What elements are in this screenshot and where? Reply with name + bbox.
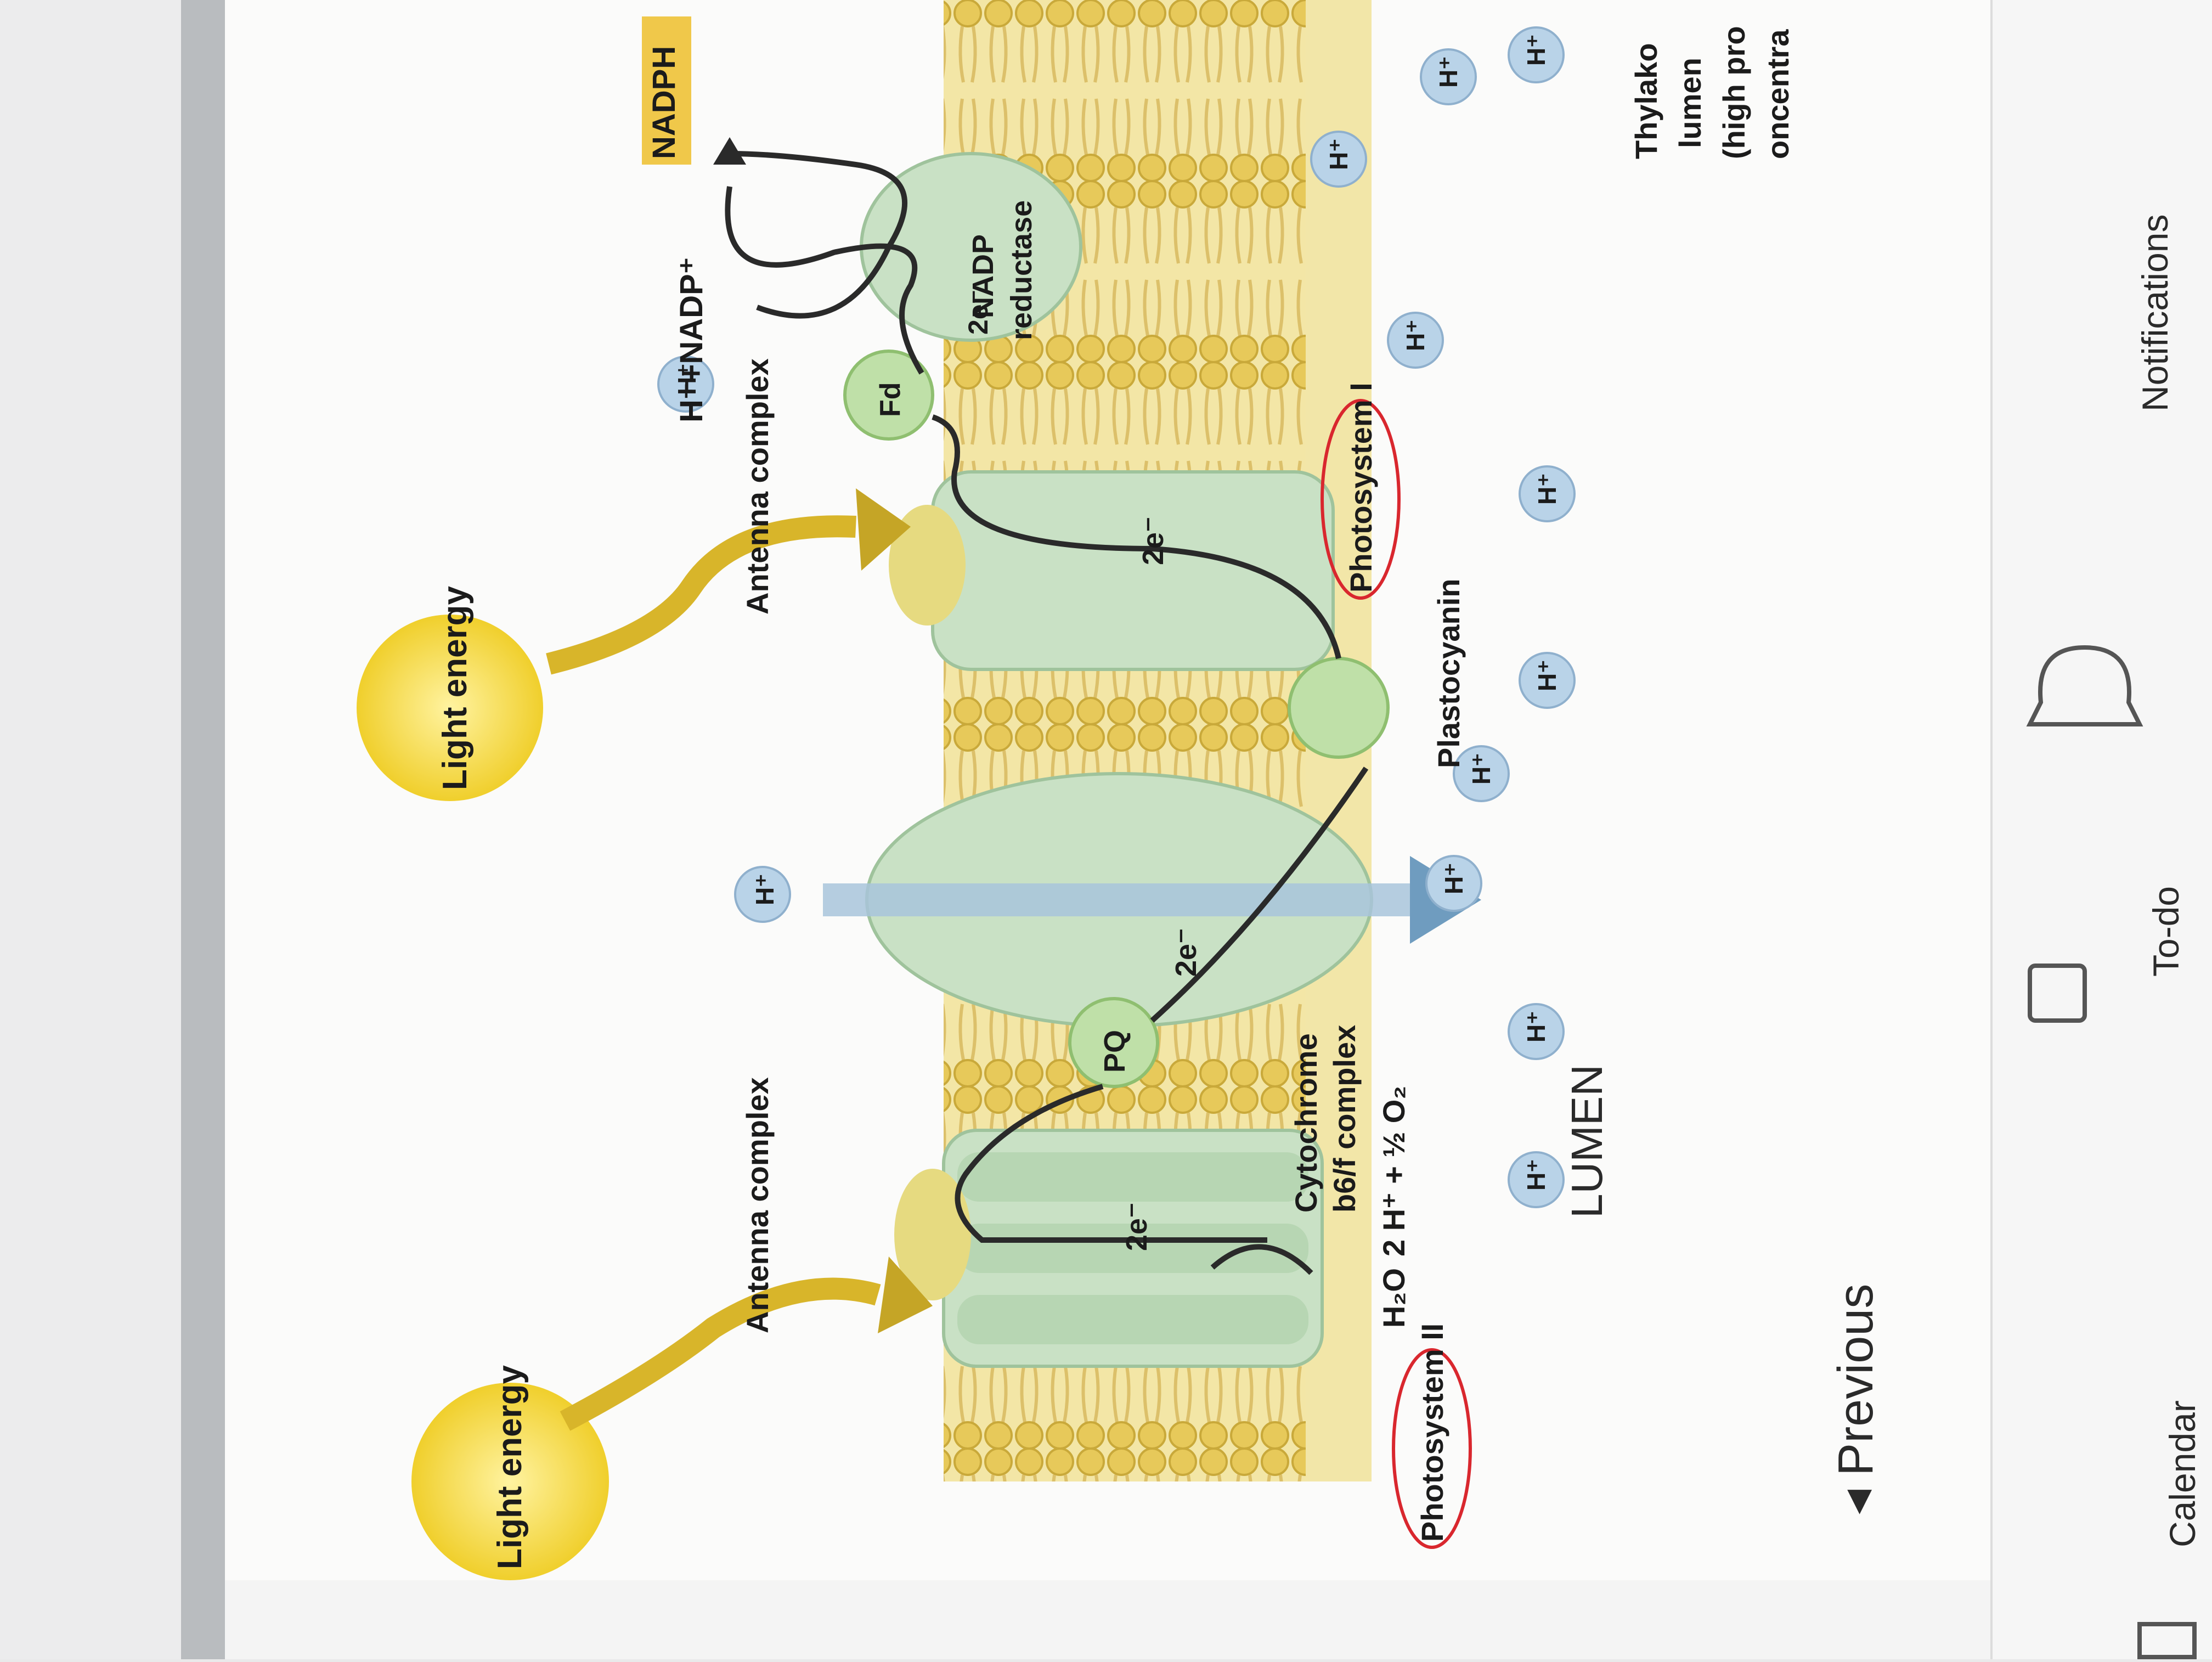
proton-label: H⁺ (1467, 753, 1496, 785)
cytochrome-label-2: b6/f complex (1327, 1025, 1362, 1213)
electrons-psi-label: 2e⁻ (1137, 516, 1170, 565)
electrons-cyt-label: 2e⁻ (1170, 928, 1203, 977)
pq-label: PQ (1098, 1030, 1131, 1073)
proton-label: H⁺ (1434, 57, 1463, 88)
nadp-reductase-label-2: reductase (1005, 200, 1038, 340)
thylakoid-note-1: Thylako (1629, 43, 1663, 159)
proton-label: H⁺ (1324, 139, 1353, 171)
plastocyanin-carrier (1289, 658, 1388, 757)
electrons-psii-label: 2e⁻ (1120, 1202, 1153, 1251)
proton-label: H⁺ (1533, 474, 1561, 505)
light-energy-right-label: Light energy (436, 585, 474, 790)
previous-button[interactable]: ◂ Previous (1827, 1284, 1884, 1514)
thylakoid-note-2: lumen (1673, 58, 1707, 148)
plastocyanin-label: Plastocyanin (1431, 579, 1466, 768)
proton-label: H⁺ (1522, 35, 1550, 66)
proton-label: H⁺ (1401, 320, 1430, 352)
calendar-tab[interactable]: Calendar (2162, 1400, 2203, 1547)
proton-label: H⁺ (1522, 1011, 1550, 1043)
proton-flow-arrow (823, 883, 1410, 916)
lumen-label: LUMEN (1562, 1064, 1611, 1218)
nadph-label: NADPH (646, 46, 682, 159)
antenna-right-label: Antenna complex (740, 358, 775, 615)
photosystem-ii-label: Photosystem II (1415, 1323, 1449, 1542)
water-label: H₂O (1376, 1268, 1411, 1328)
antenna-left-label: Antenna complex (740, 1077, 775, 1333)
cytochrome-label-1: Cytochrome (1289, 1033, 1323, 1213)
nadp-reaction-label: H⁺+NADP⁺ (674, 257, 709, 422)
proton-label: H⁺ (1440, 863, 1468, 895)
todo-tab[interactable]: To-do (2145, 886, 2187, 977)
fd-label: Fd (874, 382, 906, 417)
water-products-label: 2 H⁺ + ½ O₂ (1376, 1086, 1411, 1257)
thylakoid-note-3: (high pro (1717, 26, 1751, 159)
proton-label: H⁺ (751, 874, 779, 906)
photosystem-i-label: Photosystem I (1344, 382, 1378, 593)
notifications-tab[interactable]: Notifications (2134, 215, 2176, 412)
proton-label: H⁺ (1533, 660, 1561, 692)
photosystem-i (889, 472, 1333, 669)
proton-label: H⁺ (673, 364, 701, 396)
electrons-fd-label: 2e⁻ (963, 290, 994, 335)
proton-label: H⁺ (1522, 1159, 1550, 1191)
thylakoid-note-4: oncentra (1760, 29, 1795, 159)
light-energy-left-label: Light energy (491, 1365, 529, 1569)
